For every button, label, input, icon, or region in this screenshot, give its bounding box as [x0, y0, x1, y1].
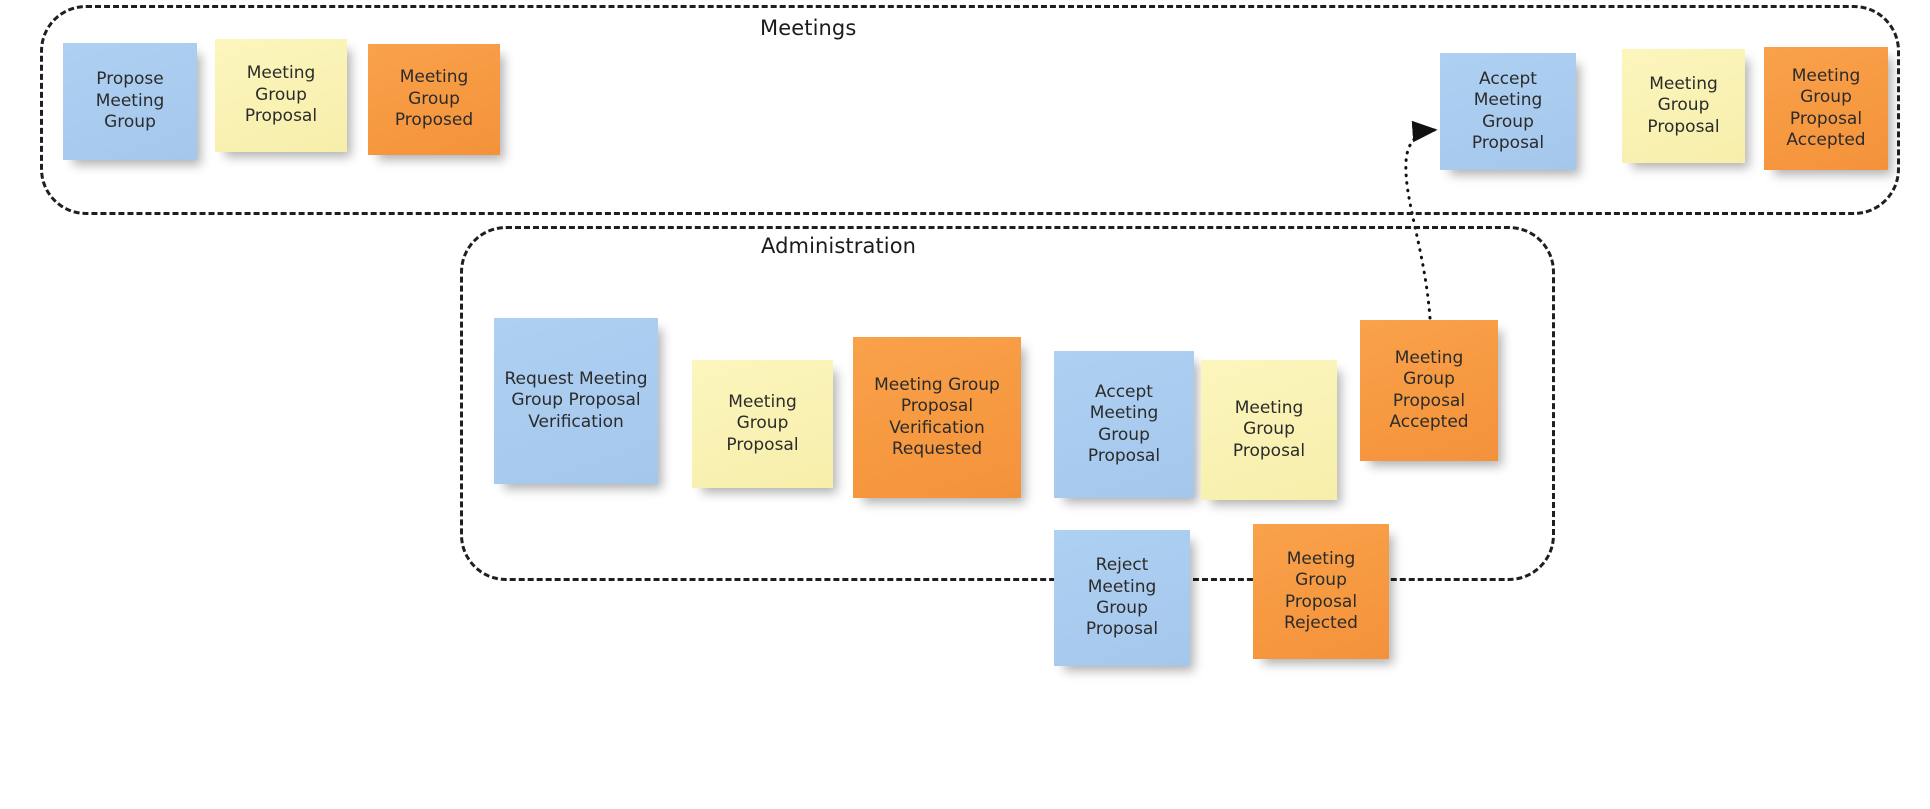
- sticky-note-label: Reject Meeting Group Proposal: [1085, 555, 1159, 640]
- sticky-note-accept-meeting-group-proposal-meetings[interactable]: Accept Meeting Group Proposal: [1440, 53, 1576, 170]
- sticky-note-meeting-group-proposal-2[interactable]: Meeting Group Proposal: [1622, 49, 1745, 163]
- sticky-note-label: Propose Meeting Group: [95, 69, 165, 133]
- sticky-note-label: Meeting Group Proposal Accepted: [1786, 65, 1866, 150]
- sticky-note-meeting-group-proposal-rejected[interactable]: Meeting Group Proposal Rejected: [1253, 524, 1389, 659]
- sticky-note-label: Accept Meeting Group Proposal: [1471, 68, 1545, 153]
- sticky-note-label: Meeting Group Proposal: [1647, 73, 1720, 137]
- sticky-note-meeting-group-proposal-3[interactable]: Meeting Group Proposal: [692, 360, 833, 488]
- context-administration[interactable]: [460, 226, 1555, 581]
- sticky-note-label: Meeting Group Proposal: [1232, 397, 1306, 461]
- context-meetings-title: Meetings: [760, 16, 857, 40]
- sticky-note-label: Meeting Group Proposal Accepted: [1389, 347, 1469, 432]
- sticky-note-label: Request Meeting Group Proposal Verificat…: [504, 368, 648, 432]
- sticky-note-request-meeting-group-proposal-verification[interactable]: Request Meeting Group Proposal Verificat…: [494, 318, 658, 484]
- sticky-note-label: Meeting Group Proposal: [244, 63, 318, 127]
- context-administration-title: Administration: [761, 234, 917, 258]
- sticky-note-propose-meeting-group[interactable]: Propose Meeting Group: [63, 43, 197, 160]
- sticky-note-label: Meeting Group Proposal Rejected: [1284, 548, 1358, 633]
- sticky-note-label: Meeting Group Proposal Verification Requ…: [874, 374, 1000, 459]
- sticky-note-meeting-group-proposal-accepted-admin[interactable]: Meeting Group Proposal Accepted: [1360, 320, 1498, 461]
- sticky-note-meeting-group-proposal-1[interactable]: Meeting Group Proposal: [215, 39, 347, 152]
- sticky-note-meeting-group-proposal-verification-requested[interactable]: Meeting Group Proposal Verification Requ…: [853, 337, 1021, 498]
- sticky-note-label: Meeting Group Proposal: [726, 391, 799, 455]
- sticky-note-accept-meeting-group-proposal-admin[interactable]: Accept Meeting Group Proposal: [1054, 351, 1194, 498]
- context-meetings[interactable]: [40, 5, 1900, 215]
- sticky-note-label: Meeting Group Proposed: [394, 67, 474, 131]
- sticky-note-reject-meeting-group-proposal[interactable]: Reject Meeting Group Proposal: [1054, 530, 1190, 666]
- sticky-note-meeting-group-proposal-4[interactable]: Meeting Group Proposal: [1201, 360, 1337, 500]
- sticky-note-meeting-group-proposal-accepted-meetings[interactable]: Meeting Group Proposal Accepted: [1764, 47, 1888, 170]
- sticky-note-meeting-group-proposed[interactable]: Meeting Group Proposed: [368, 44, 500, 155]
- sticky-note-label: Accept Meeting Group Proposal: [1087, 381, 1161, 466]
